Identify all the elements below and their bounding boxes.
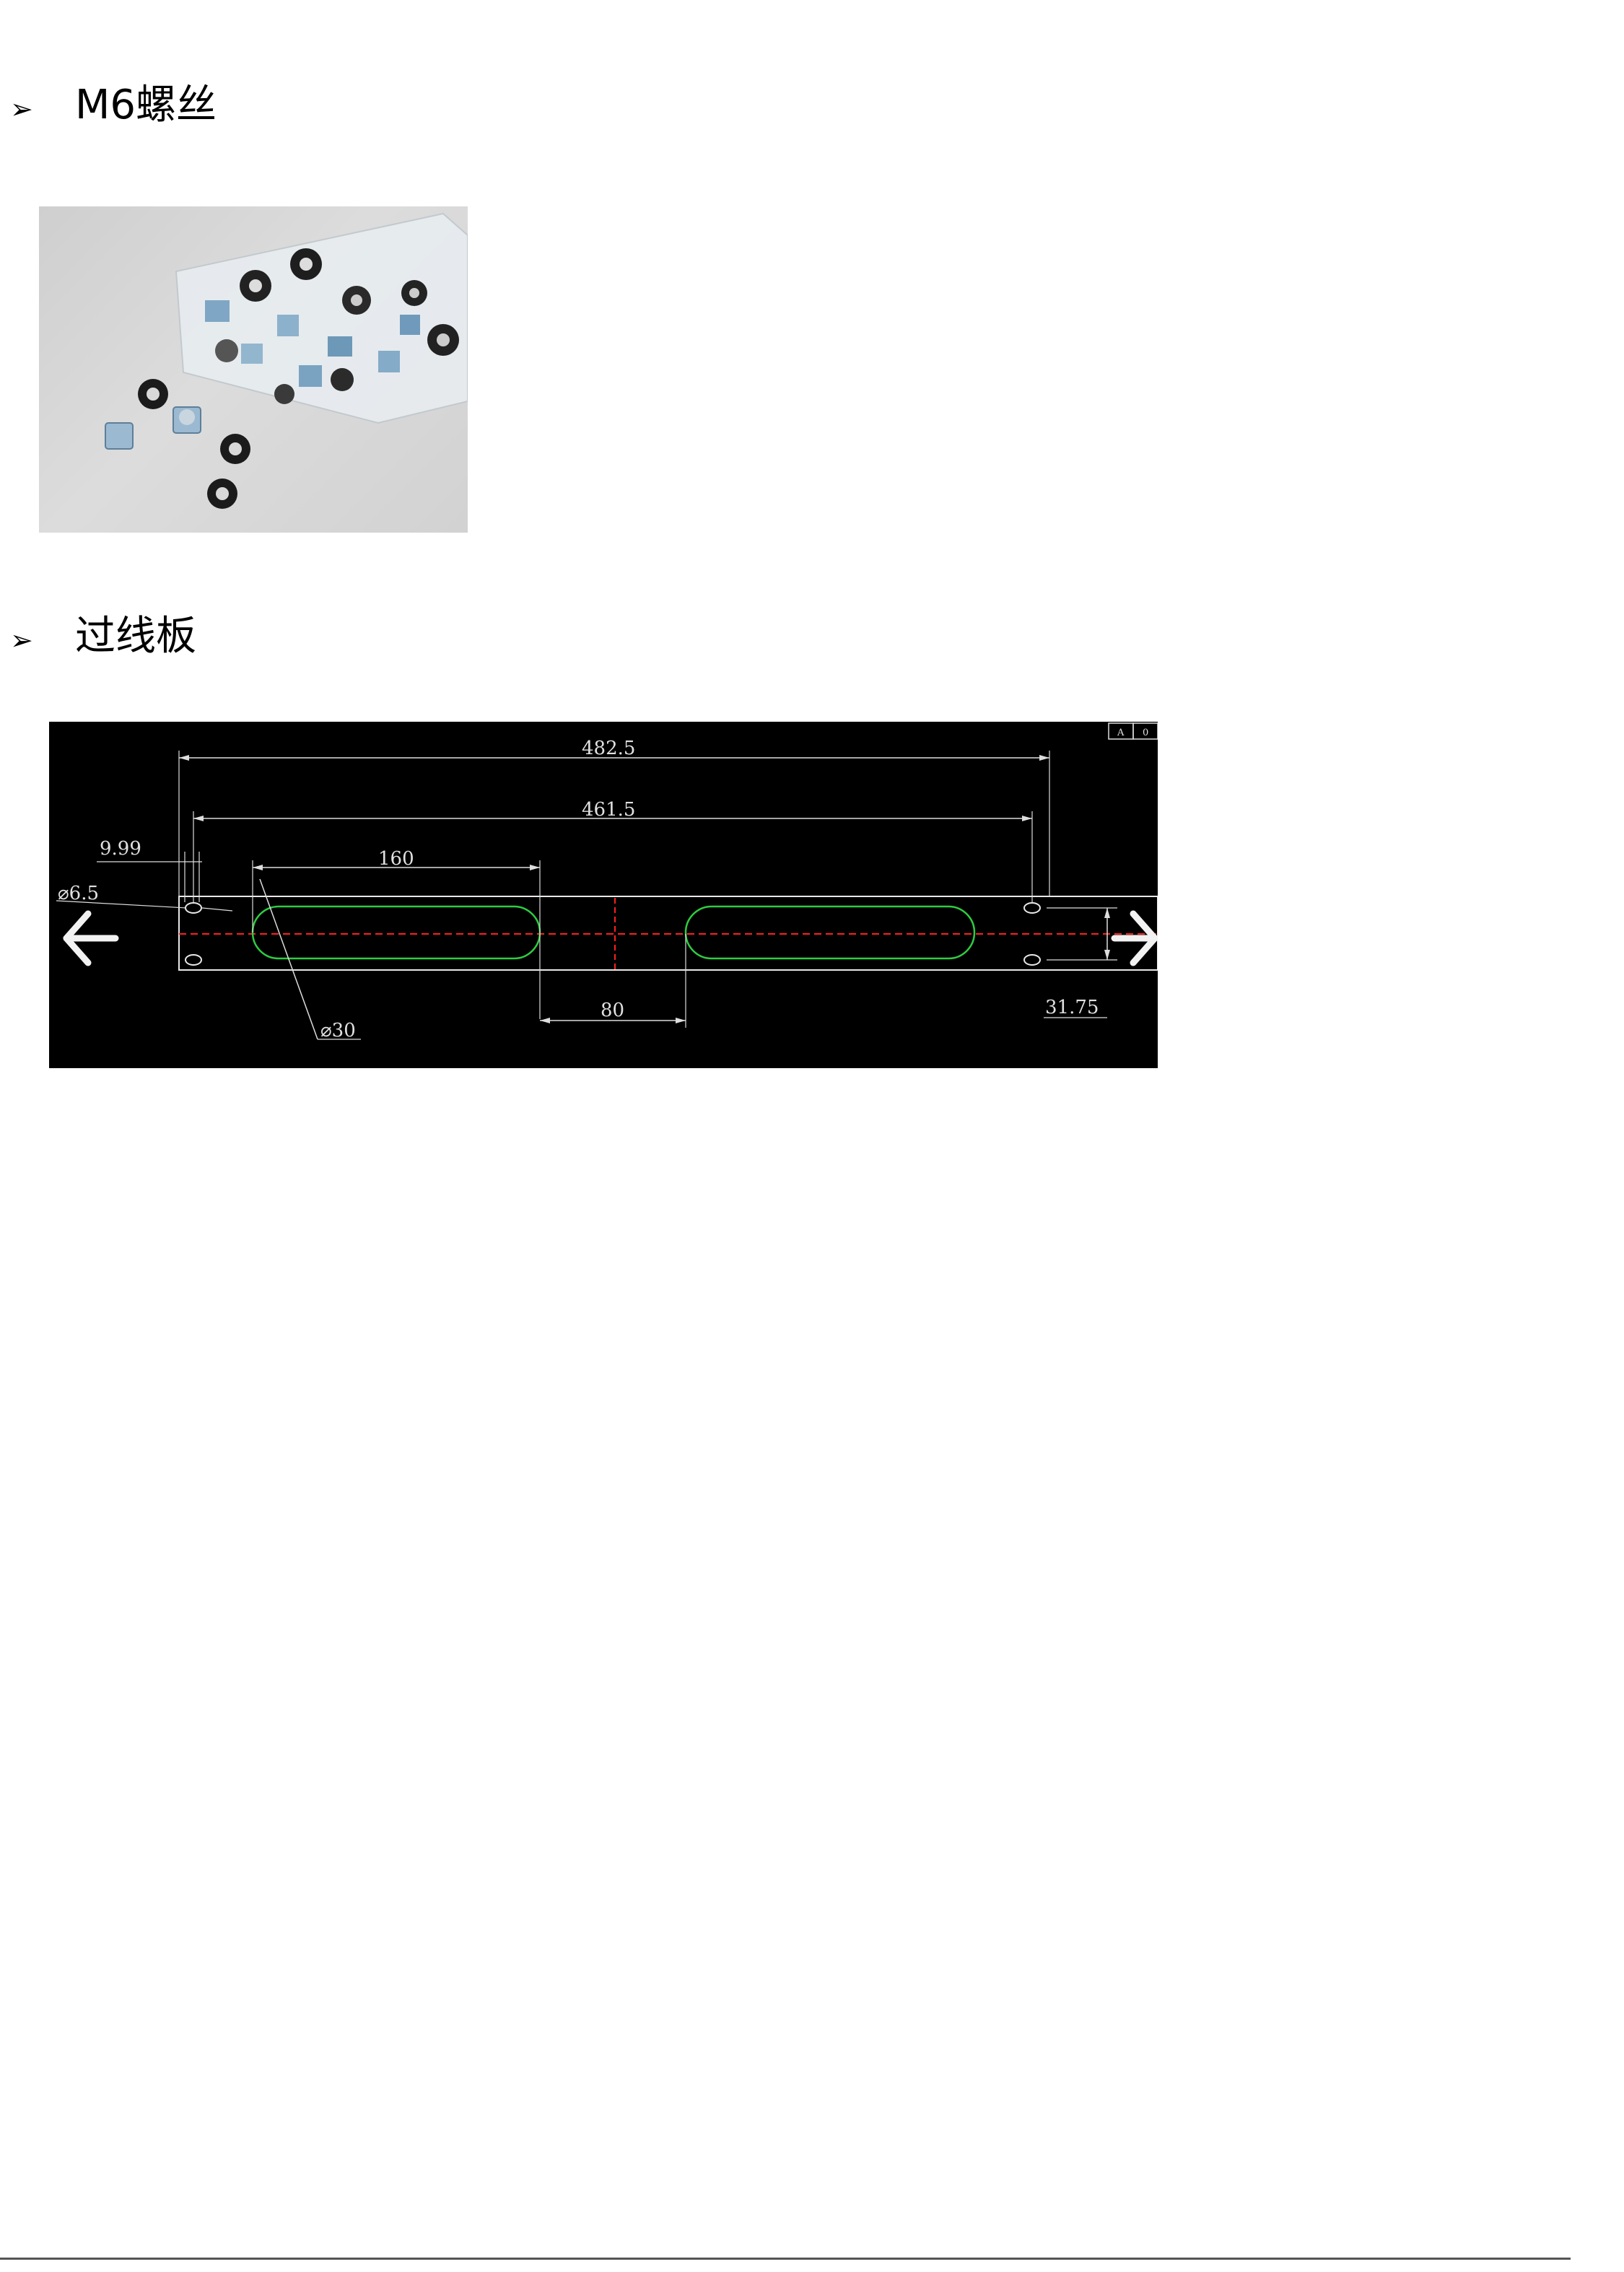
section-heading-m6-screws: M6螺丝 — [75, 82, 217, 128]
arrow-right-icon[interactable] — [1111, 910, 1158, 966]
slot-right — [684, 905, 976, 960]
slot-left — [251, 905, 541, 960]
dim-slot-length: 160 — [378, 848, 414, 870]
cage-nut-screw-bag-photo — [39, 206, 468, 533]
bullet-marker: ➢ — [10, 93, 33, 125]
dim-height: 31.75 — [1045, 997, 1099, 1018]
mount-hole — [1023, 954, 1041, 966]
corner-label-b: 0 — [1143, 728, 1148, 738]
photo-illustration — [105, 212, 468, 509]
mount-hole — [185, 902, 202, 914]
dim-offset: 9.99 — [100, 838, 141, 860]
section-heading-cable-panel: 过线板 — [75, 613, 196, 660]
dim-total-width: 482.5 — [582, 738, 635, 759]
page-footer-rule — [0, 2258, 1571, 2260]
arrow-left-icon[interactable] — [63, 910, 119, 966]
dim-slot-width: ⌀30 — [320, 1020, 356, 1041]
mount-hole — [185, 954, 202, 966]
dim-slot-gap: 80 — [601, 1000, 624, 1021]
cable-management-panel-cad-drawing: A 0 482.5 461.5 9.99 ⌀6 — [49, 722, 1158, 1068]
cad-svg: A 0 482.5 461.5 9.99 ⌀6 — [56, 722, 1158, 1041]
dim-hole-diameter: ⌀6.5 — [58, 883, 99, 904]
dim-hole-spacing: 461.5 — [582, 799, 635, 821]
corner-label-a: A — [1117, 728, 1125, 738]
bullet-marker: ➢ — [10, 624, 33, 656]
mount-hole — [1023, 902, 1041, 914]
